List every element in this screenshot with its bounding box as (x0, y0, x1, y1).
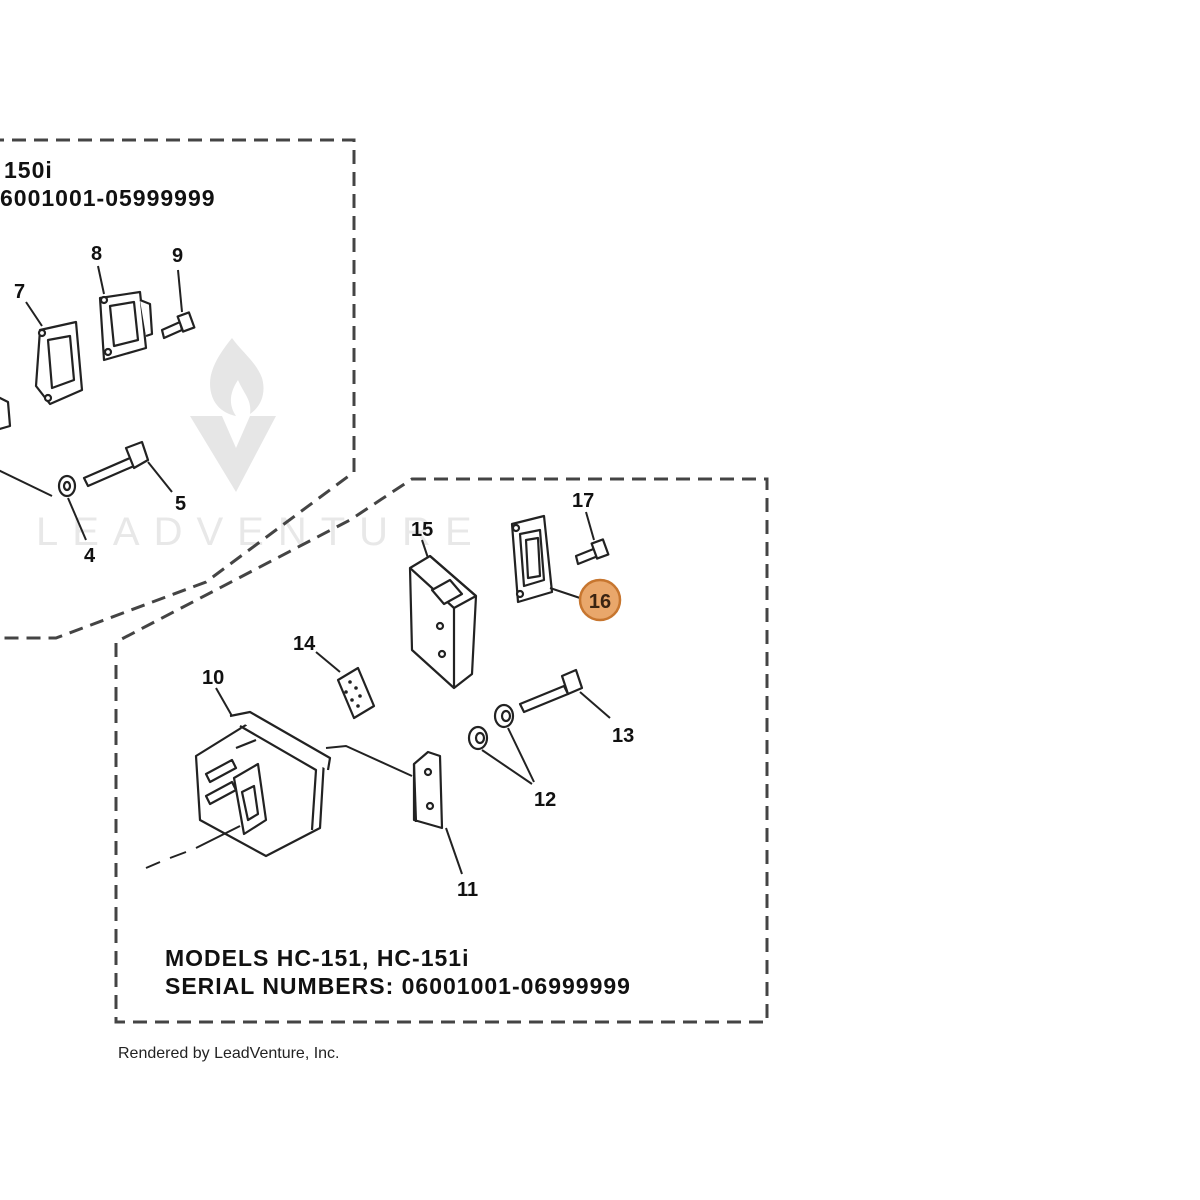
part-14-screen (336, 666, 376, 720)
part-7-gasket (34, 320, 84, 406)
callout-16-highlight-circle (578, 578, 622, 622)
part-4-washer (57, 474, 77, 498)
leader-9 (177, 269, 183, 313)
part-13-bolt (518, 668, 584, 714)
callout-7[interactable]: 7 (14, 281, 25, 303)
part-11-plate (412, 750, 444, 830)
leader-10 (215, 687, 233, 717)
callout-12[interactable]: 12 (534, 789, 556, 811)
callout-4[interactable]: 4 (84, 545, 96, 567)
callout-15[interactable]: 15 (411, 519, 433, 541)
callout-11[interactable]: 11 (457, 879, 478, 901)
leader-15 (421, 539, 429, 559)
leader-4 (67, 497, 87, 541)
leader-7 (25, 301, 43, 327)
leader-13 (579, 691, 611, 719)
upper-box-title-line2: 6001001-05999999 (0, 185, 216, 211)
part-17-screw (574, 538, 610, 566)
callout-17[interactable]: 17 (572, 490, 594, 512)
part-15-heat-shield (408, 554, 478, 690)
part-12-washers (467, 703, 515, 751)
part-16-gasket (510, 514, 554, 604)
upper-box-title-line1: 150i (4, 157, 53, 183)
part-10-muffler (194, 710, 332, 858)
callout-8[interactable]: 8 (91, 243, 102, 265)
callout-5[interactable]: 5 (175, 493, 186, 515)
part-edge-bracket (0, 396, 12, 431)
part-9-screw (160, 311, 196, 340)
render-credit: Rendered by LeadVenture, Inc. (118, 1045, 340, 1062)
callout-13[interactable]: 13 (612, 725, 634, 747)
leader-14 (315, 651, 341, 673)
callout-16-highlighted[interactable]: 16 (578, 578, 622, 622)
leader-16 (549, 587, 581, 599)
lower-box-title-line1: MODELS HC-151, HC-151i (165, 945, 469, 971)
part-8-plate (98, 290, 154, 362)
callout-14[interactable]: 14 (293, 633, 316, 655)
lower-model-box (114, 477, 769, 1024)
leader-5 (147, 461, 173, 493)
part-5-bolt (82, 440, 150, 488)
leader-17 (585, 511, 595, 541)
leader-8 (97, 265, 105, 295)
callout-10[interactable]: 10 (202, 667, 224, 689)
callout-9[interactable]: 9 (172, 245, 183, 267)
leader-11 (445, 827, 463, 875)
leader-12 (481, 727, 535, 785)
lower-box-title-line2: SERIAL NUMBERS: 06001001-06999999 (165, 973, 631, 999)
callout-16[interactable]: 16 (589, 591, 611, 613)
